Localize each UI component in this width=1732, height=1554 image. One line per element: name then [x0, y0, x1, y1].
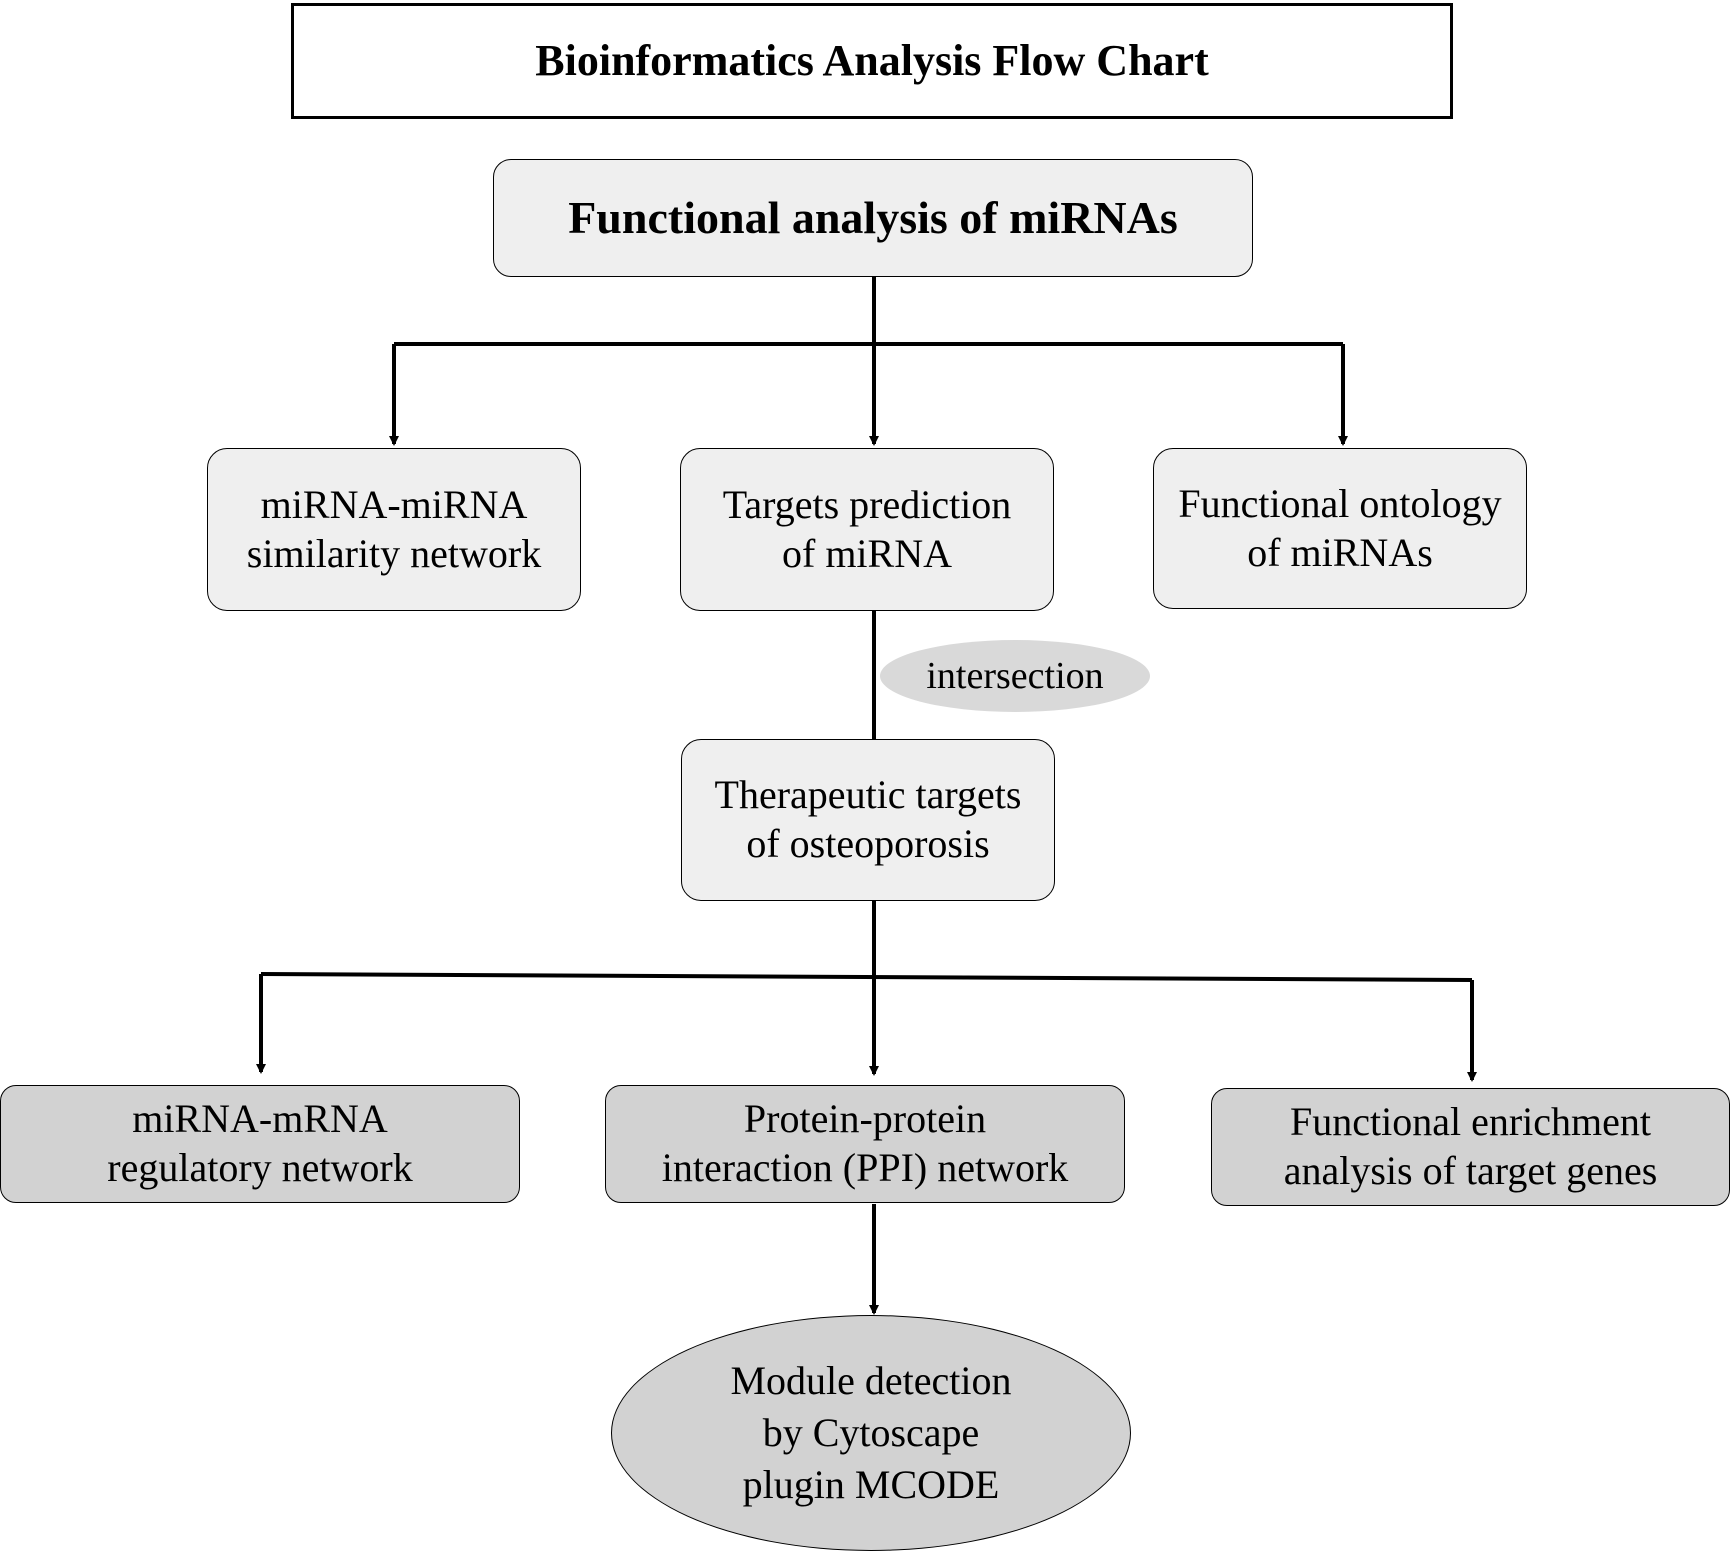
- regulatory-network-line2: regulatory network: [107, 1145, 413, 1190]
- bottom-branch-line: [260, 972, 1473, 982]
- module-detection-line3: plugin MCODE: [742, 1462, 1000, 1507]
- regulatory-network-line1: miRNA-mRNA: [132, 1096, 388, 1142]
- similarity-network-line1: miRNA-miRNA: [260, 481, 528, 527]
- functional-analysis-label: Functional analysis of miRNAs: [568, 191, 1178, 243]
- chart-title-box: Bioinformatics Analysis Flow Chart: [291, 3, 1453, 119]
- functional-ontology-box: Functional ontology of miRNAs: [1153, 448, 1527, 609]
- therapeutic-targets-line1: Therapeutic targets: [714, 772, 1022, 818]
- therapeutic-targets-box: Therapeutic targets of osteoporosis: [681, 739, 1055, 901]
- ppi-network-line1: Protein-protein: [743, 1096, 987, 1142]
- therapeutic-targets-line2: of osteoporosis: [746, 821, 990, 866]
- intersection-label: intersection: [880, 640, 1150, 712]
- module-detection-ellipse: Module detection by Cytoscape plugin MCO…: [611, 1315, 1131, 1551]
- enrichment-analysis-box: Functional enrichment analysis of target…: [1211, 1088, 1730, 1206]
- similarity-network-line2: similarity network: [246, 530, 542, 576]
- regulatory-network-box: miRNA-mRNA regulatory network: [0, 1085, 520, 1203]
- functional-ontology-line1: Functional ontology: [1178, 480, 1502, 526]
- enrichment-analysis-line1: Functional enrichment: [1289, 1099, 1651, 1145]
- chart-title: Bioinformatics Analysis Flow Chart: [535, 36, 1209, 86]
- module-detection-line2: by Cytoscape: [762, 1410, 980, 1455]
- enrichment-analysis-line2: analysis of target genes: [1283, 1148, 1658, 1193]
- intersection-text: intersection: [926, 655, 1104, 697]
- targets-prediction-line2: of miRNA: [782, 530, 952, 576]
- ppi-network-box: Protein-protein interaction (PPI) networ…: [605, 1085, 1125, 1203]
- module-detection-line1: Module detection: [730, 1358, 1012, 1403]
- similarity-network-box: miRNA-miRNA similarity network: [207, 448, 581, 611]
- functional-ontology-line2: of miRNAs: [1247, 529, 1433, 575]
- ppi-network-line2: interaction (PPI) network: [661, 1145, 1069, 1190]
- targets-prediction-box: Targets prediction of miRNA: [680, 448, 1054, 611]
- targets-prediction-line1: Targets prediction: [722, 481, 1012, 527]
- functional-analysis-box: Functional analysis of miRNAs: [493, 159, 1253, 277]
